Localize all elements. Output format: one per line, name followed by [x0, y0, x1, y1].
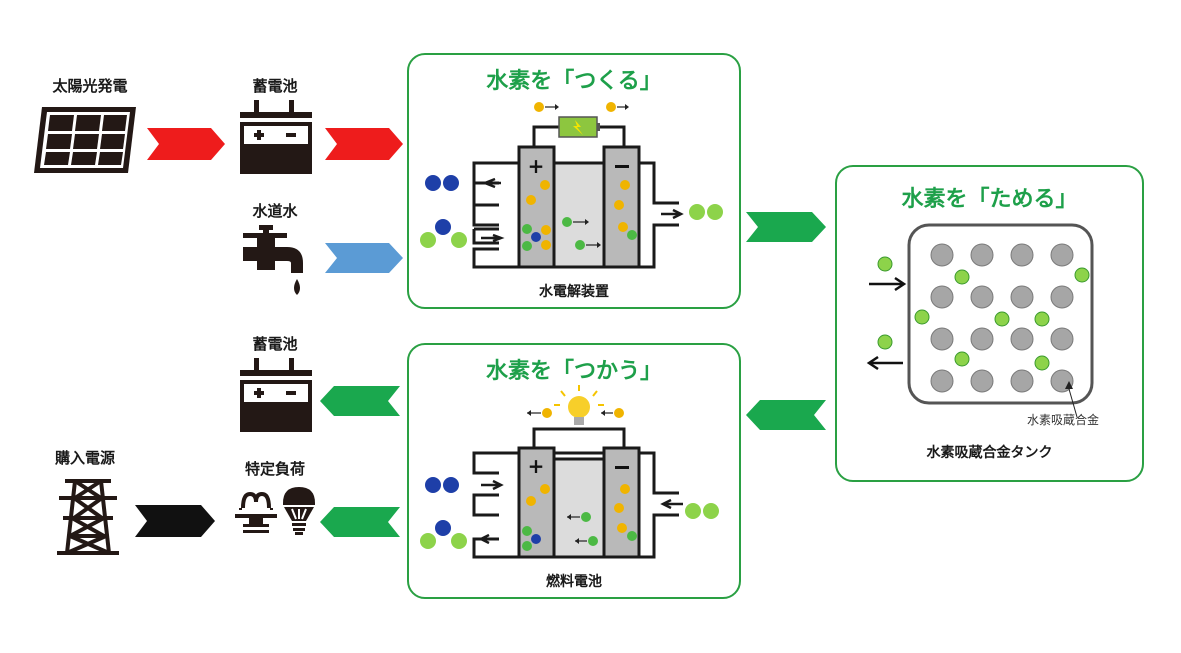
lamp-icon: [235, 491, 277, 533]
solar-panel-icon: [34, 107, 136, 173]
alloy-tank-diagram: [866, 223, 1094, 418]
battery-top-label: 蓄電池: [252, 77, 298, 95]
electrolyzer-diagram: +: [420, 102, 723, 269]
water-molecule: [420, 520, 467, 549]
alloy-particle: [930, 369, 954, 393]
specific-load-label: 特定負荷: [244, 460, 305, 478]
alloy-particle: [1010, 285, 1034, 309]
tap-water-label: 水道水: [252, 202, 298, 220]
electron-particle: [527, 408, 552, 418]
light-bulb-icon: [554, 385, 604, 425]
alloy-particle: [1010, 243, 1034, 267]
alloy-particle: [930, 285, 954, 309]
battery-top-icon: [240, 100, 312, 174]
arrow-grid-to-load: [135, 505, 215, 537]
storage-title: 水素を「ためる」: [901, 187, 1078, 212]
storage-tank-box: 水素を「ためる」 水素吸蔵合金 水素吸蔵合金タンク: [835, 165, 1144, 482]
alloy-label: 水素吸蔵合金: [1027, 413, 1100, 427]
oxygen-molecule: [425, 477, 459, 493]
hydrogen-molecule: [685, 503, 719, 519]
storage-caption: 水素吸蔵合金タンク: [926, 445, 1053, 461]
fuel-cell-diagram: +: [420, 385, 719, 559]
alloy-particle: [970, 285, 994, 309]
electrolyzer-title: 水素を「つくる」: [486, 69, 662, 94]
fuel-cell-title: 水素を「つかう」: [485, 359, 662, 384]
alloy-particle: [1050, 327, 1074, 351]
alloy-particle: [970, 369, 994, 393]
arrow-fuelcell-to-load: [320, 507, 400, 537]
alloy-particle: [1050, 285, 1074, 309]
arrow-fuelcell-to-battery: [320, 386, 400, 416]
svg-text:+: +: [528, 454, 545, 478]
alloy-particle: [930, 243, 954, 267]
svg-text:+: +: [528, 154, 545, 178]
grid-power-label: 購入電源: [54, 449, 115, 467]
transmission-tower-icon: [57, 479, 119, 555]
electron-particle: [606, 102, 629, 112]
battery-bottom-label: 蓄電池: [252, 335, 298, 353]
alloy-particle: [1050, 243, 1074, 267]
hydrogen-molecule: [689, 204, 723, 220]
fuel-cell-caption: 燃料電池: [546, 574, 602, 590]
arrow-electrolyzer-to-tank: [746, 212, 826, 242]
electrolyzer-caption: 水電解装置: [539, 284, 609, 300]
fuel-cell-box: 水素を「つかう」 + 燃料電池: [407, 343, 741, 599]
arrow-tank-to-fuelcell: [746, 400, 826, 430]
alloy-particle: [1010, 369, 1034, 393]
electron-particle: [601, 408, 624, 418]
solar-label: 太陽光発電: [52, 77, 128, 95]
arrow-water-to-electrolyzer: [325, 243, 403, 273]
arrow-solar-to-battery: [147, 128, 225, 160]
electron-particle: [534, 102, 559, 112]
battery-bottom-icon: [240, 358, 312, 432]
alloy-particle: [1010, 327, 1034, 351]
arrow-battery-to-electrolyzer: [325, 128, 403, 160]
alloy-particle: [970, 327, 994, 351]
bulb-icon: [283, 487, 315, 535]
alloy-particle: [930, 327, 954, 351]
electrolyzer-box: 水素を「つくる」: [407, 53, 741, 309]
water-molecule: [420, 219, 467, 248]
faucet-icon: [243, 225, 303, 295]
alloy-particle: [970, 243, 994, 267]
oxygen-molecule: [425, 175, 459, 191]
